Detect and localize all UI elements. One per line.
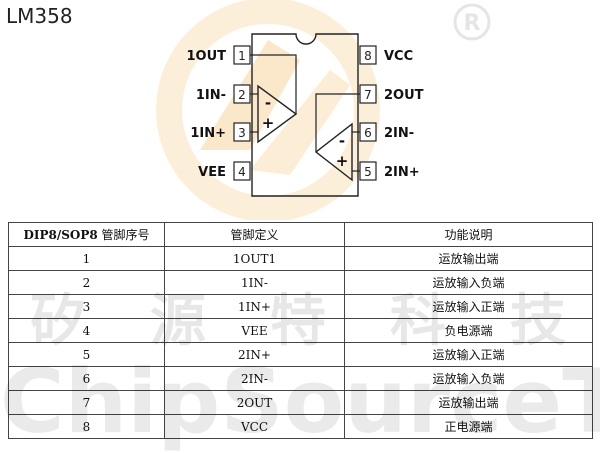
cell-pin-function: 运放输入负端 <box>344 270 593 295</box>
cell-pin-function: 运放输入正端 <box>344 342 593 367</box>
cell-pin-function: 正电源端 <box>344 414 593 439</box>
cell-pin-name: 1IN- <box>164 270 345 295</box>
cell-pin-number: 4 <box>8 318 165 343</box>
cell-pin-number: 8 <box>8 414 165 439</box>
cell-pin-number: 1 <box>8 246 165 271</box>
watermark-logo <box>156 0 380 220</box>
pin-label-6: 2IN- <box>384 126 414 141</box>
package-body <box>251 33 359 197</box>
right-pins: 8 7 6 5 VCC 2OUT 2IN- 2IN+ <box>359 45 424 181</box>
cell-pin-name: 1IN+ <box>164 294 345 319</box>
header-pin-seq: 管脚序号 <box>97 228 150 242</box>
cell-pin-function: 运放输出端 <box>344 390 593 415</box>
opamp-1-plus: + <box>262 114 275 132</box>
left-pins: 1 2 3 4 1OUT 1IN- 1IN+ VEE <box>186 45 251 181</box>
pin-label-1: 1OUT <box>186 49 226 64</box>
watermark-logo-bolt2 <box>250 70 350 175</box>
cell-pin-number: 6 <box>8 366 165 391</box>
opamp-2-output-wire <box>315 93 360 152</box>
opamp-1-minus: - <box>265 94 271 112</box>
pin-number-3: 3 <box>238 126 246 140</box>
pin-number-8: 8 <box>364 49 372 63</box>
cell-pin-number: 2 <box>8 270 165 295</box>
opamp-2-minus: - <box>339 132 345 150</box>
cell-pin-number: 7 <box>8 390 165 415</box>
opamp-1-output-wire <box>250 54 297 114</box>
cell-pin-name: 2OUT <box>164 390 345 415</box>
cell-pin-function: 负电源端 <box>344 318 593 343</box>
pin-label-3: 1IN+ <box>190 126 226 141</box>
pin-number-7: 7 <box>364 88 372 102</box>
pin-label-4: VEE <box>198 165 226 180</box>
pin-label-7: 2OUT <box>384 88 424 103</box>
pin-label-2: 1IN- <box>196 88 226 103</box>
pin-number-4: 4 <box>238 165 246 179</box>
pin-box-4 <box>233 161 251 181</box>
cell-pin-name: VCC <box>164 414 345 439</box>
opamp-1: - + <box>250 54 298 144</box>
opamp-2-triangle <box>314 122 353 182</box>
pin-label-5: 2IN+ <box>384 165 420 180</box>
registered-mark: R <box>453 3 491 41</box>
cell-pin-name: 2IN+ <box>164 342 345 367</box>
chip-title: LM358 <box>6 4 73 28</box>
header-pin-definition: 管脚定义 <box>164 222 345 247</box>
pin-number-6: 6 <box>364 126 372 140</box>
cell-pin-function: 运放输出端 <box>344 246 593 271</box>
pin-number-5: 5 <box>364 165 372 179</box>
cell-pin-name: 2IN- <box>164 366 345 391</box>
header-package: DIP8/SOP8 <box>23 228 98 242</box>
header-function: 功能说明 <box>344 222 593 247</box>
opamp-1-triangle <box>257 84 298 144</box>
header-pin-number: DIP8/SOP8 管脚序号 <box>8 222 165 247</box>
cell-pin-name: VEE <box>164 318 345 343</box>
cell-pin-number: 3 <box>8 294 165 319</box>
registered-circle <box>453 3 491 41</box>
pin-number-1: 1 <box>238 49 246 63</box>
cell-pin-number: 5 <box>8 342 165 367</box>
pinout-diagram: R 1 2 3 4 1OUT 1IN- 1IN+ VEE 8 7 6 5 VCC… <box>156 0 491 220</box>
watermark-logo-inner <box>182 24 354 196</box>
pin-number-2: 2 <box>238 88 246 102</box>
pin-box-8 <box>359 45 377 65</box>
cell-pin-function: 运放输入正端 <box>344 294 593 319</box>
opamp-2: - + <box>314 93 360 182</box>
pin-label-8: VCC <box>384 49 413 64</box>
cell-pin-name: 1OUT1 <box>164 246 345 271</box>
table-header-row: DIP8/SOP8 管脚序号 管脚定义 功能说明 <box>8 222 593 247</box>
opamp-2-plus: + <box>336 152 349 170</box>
registered-letter: R <box>464 11 481 36</box>
cell-pin-function: 运放输入负端 <box>344 366 593 391</box>
